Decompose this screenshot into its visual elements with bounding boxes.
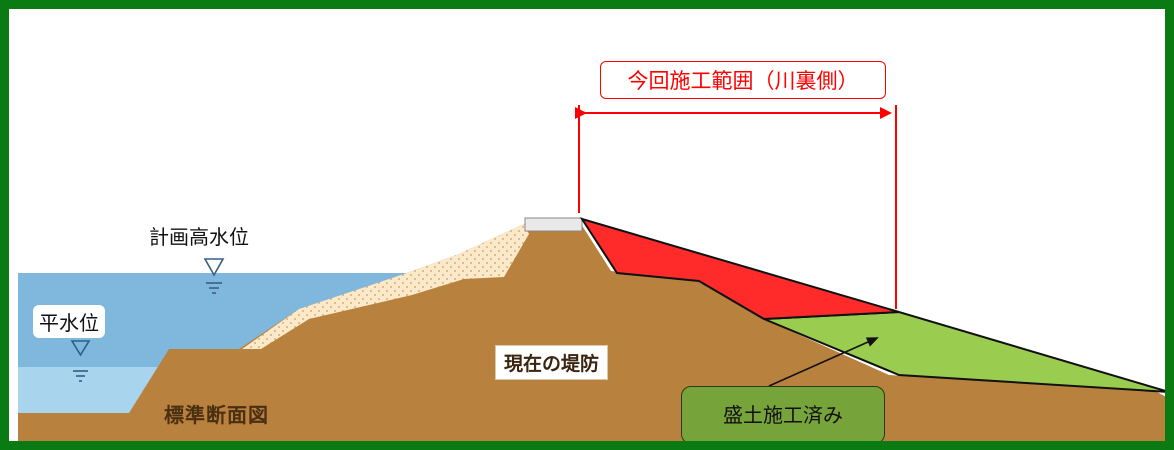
embankment-completed-label: 盛土施工済み <box>681 386 885 441</box>
current-levee-label: 現在の堤防 <box>495 345 609 380</box>
high-water-level-marker-icon <box>203 258 225 294</box>
normal-water-level-marker-icon <box>70 340 91 382</box>
construction-scope-label: 今回施工範囲（川裏側） <box>600 61 886 99</box>
high-water-level-label: 計画高水位 <box>149 225 249 249</box>
crest-road <box>524 217 583 232</box>
construction-scope-area <box>579 217 900 321</box>
standard-section-label: 標準断面図 <box>164 403 269 427</box>
normal-water-level-label: 平水位 <box>33 305 105 338</box>
completed-pointer-arrow-icon <box>768 337 879 387</box>
riverside-slope-protection <box>242 224 529 349</box>
